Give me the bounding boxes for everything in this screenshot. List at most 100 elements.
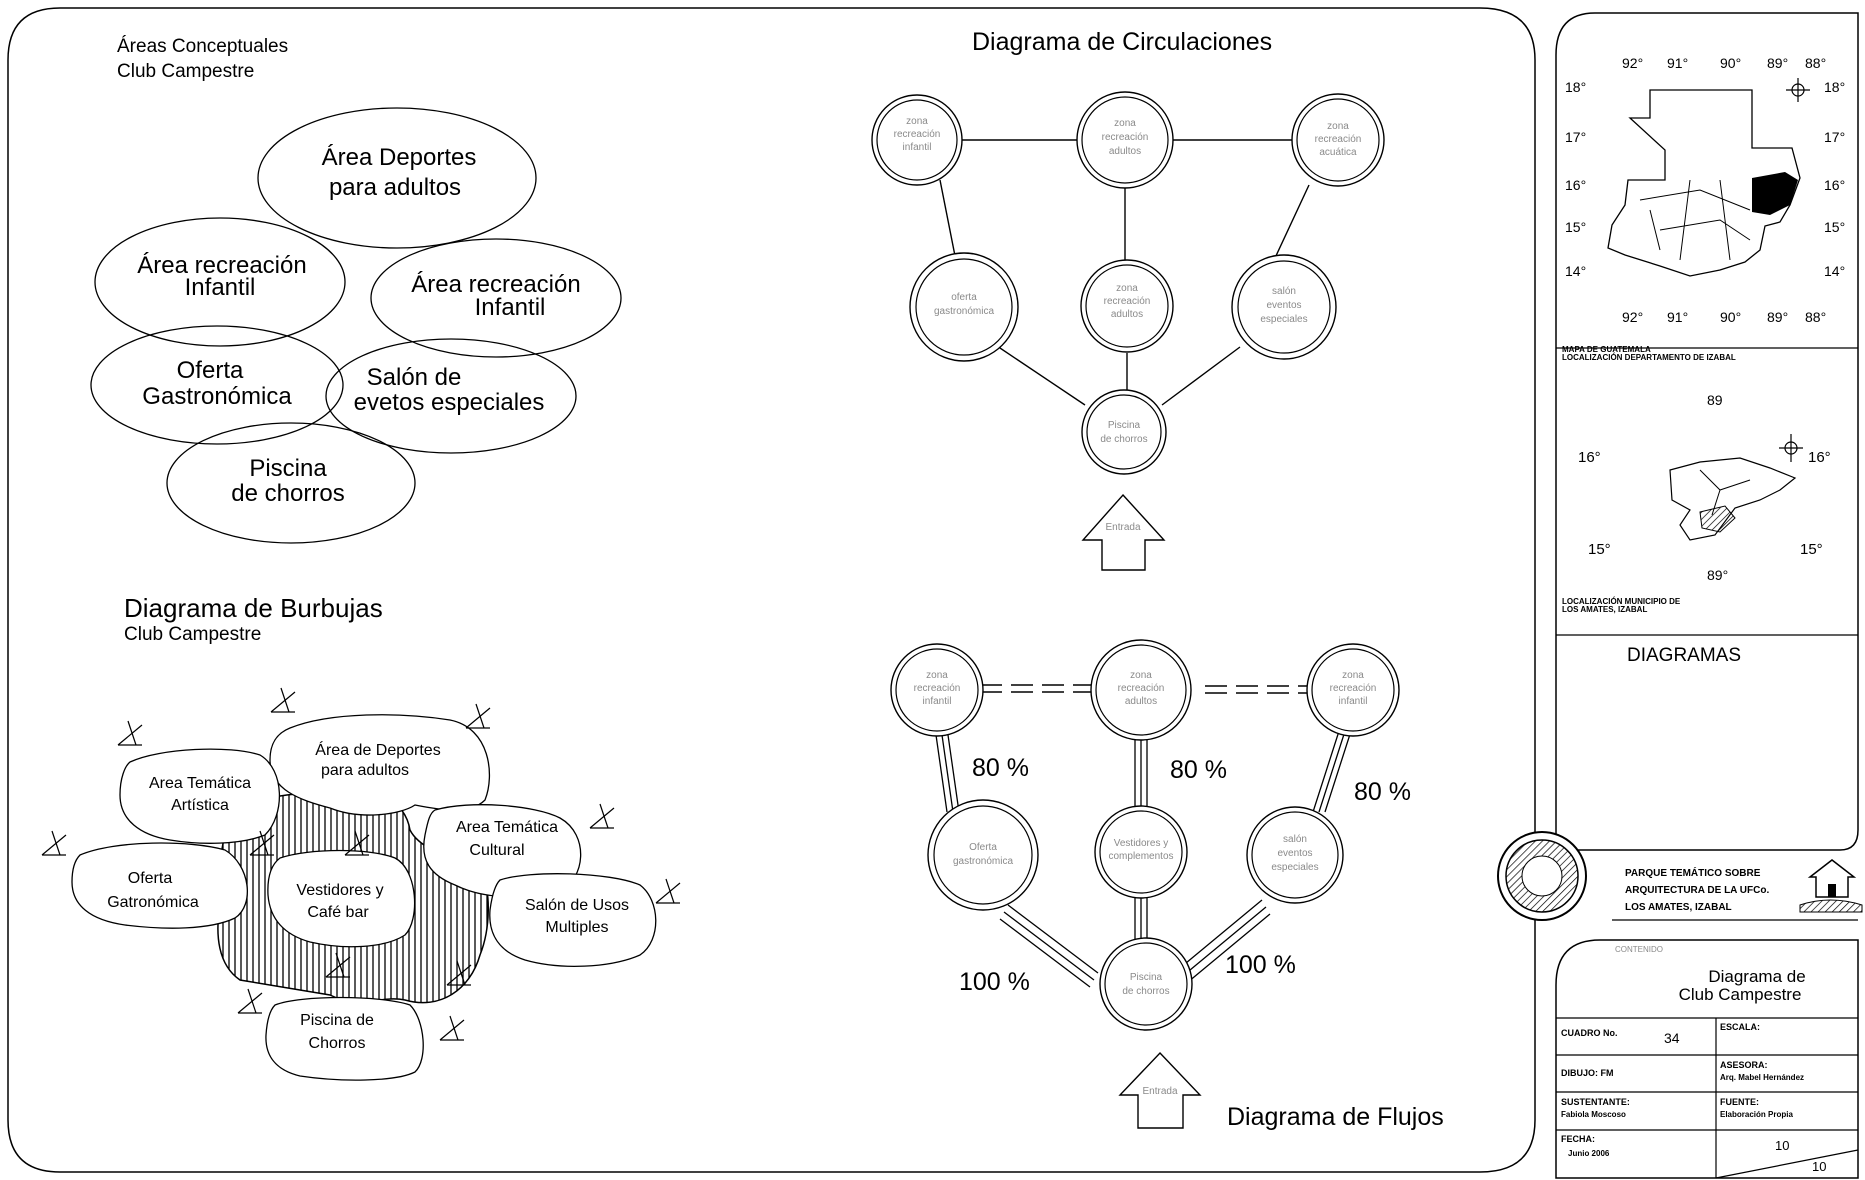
viewpoint-mark <box>465 703 491 729</box>
bubble-label: Vestidores y <box>296 882 383 899</box>
viewpoint-mark <box>589 803 615 829</box>
viewpoint-mark <box>655 878 681 904</box>
concept-label: Área Deportes <box>322 144 477 171</box>
main-frame <box>7 7 1536 1173</box>
map-tick: 91° <box>1667 55 1688 71</box>
dibujo-label: DIBUJO: FM <box>1561 1068 1614 1078</box>
north-arrow-icon <box>1786 78 1810 102</box>
flow-node-text: recreación <box>914 683 961 694</box>
conceptual-subtitle: Club Campestre <box>117 61 254 82</box>
map-tick: 88° <box>1805 55 1826 71</box>
circ-node-text: oferta <box>951 292 977 303</box>
map-tick: 90° <box>1720 309 1741 325</box>
map-tick: 89 <box>1707 392 1723 408</box>
flow-node-text: recreación <box>1118 683 1165 694</box>
circulation-title: Diagrama de Circulaciones <box>972 28 1272 56</box>
bubble-label: Piscina de <box>300 1012 374 1029</box>
project-line: ARQUITECTURA DE LA UFCo. <box>1625 885 1769 896</box>
concept-ellipse-gastro <box>90 325 344 445</box>
bubble-multi <box>489 873 657 967</box>
viewpoint-mark <box>117 720 143 746</box>
bubble-label: Área de Deportes <box>315 740 440 759</box>
map-tick: 91° <box>1667 309 1688 325</box>
bubbles-subtitle: Club Campestre <box>124 624 261 645</box>
bubble-label: Multiples <box>545 919 608 936</box>
circulation-node: oferta gastronómica <box>909 252 1019 362</box>
circ-node-text: acuática <box>1319 147 1357 158</box>
flow-node-text: zona <box>1342 670 1364 681</box>
bubble-diagram: Diagrama de Burbujas Club Campestre Área… <box>41 593 681 1081</box>
flow-node-text: adultos <box>1125 696 1157 707</box>
conceptual-title: Áreas Conceptuales <box>117 36 288 57</box>
circulation-node: zona recreación acuática <box>1291 93 1385 187</box>
circ-node-text: salón <box>1272 286 1296 297</box>
bubble-label: Gatronómica <box>107 894 199 911</box>
map-caption: LOCALIZACIÓN DEPARTAMENTO DE IZABAL <box>1562 353 1736 362</box>
guatemala-map: 92° 91° 90° 89° 88° 92° 91° 90° 89° 88° … <box>1562 55 1845 362</box>
circ-node-text: recreación <box>1315 134 1362 145</box>
concept-label: Área recreación <box>411 271 580 298</box>
flow-node-text: salón <box>1283 834 1307 845</box>
circ-node-text: recreación <box>1104 296 1151 307</box>
circulation-node: zona recreación adultos <box>1080 259 1174 353</box>
bubble-locker <box>267 849 416 948</box>
title-table-frame <box>1555 939 1859 1179</box>
bubbles-title: Diagrama de Burbujas <box>124 593 383 623</box>
los-amates-highlight <box>1699 505 1736 533</box>
viewpoint-mark <box>270 687 296 713</box>
flow-node: Vestidores y complementos <box>1094 805 1188 899</box>
concept-label: para adultos <box>329 174 461 201</box>
map-tick: 15° <box>1565 219 1586 235</box>
circ-node-text: adultos <box>1109 146 1141 157</box>
map-tick: 88° <box>1805 309 1826 325</box>
bubble-label: Area Temática <box>456 819 558 836</box>
flow-node-text: eventos <box>1277 848 1312 859</box>
bubble-art <box>119 748 281 844</box>
bubble-label: para adultos <box>321 762 409 779</box>
flow-node: zona recreación adultos <box>1090 639 1192 741</box>
concept-label: Oferta <box>177 357 244 384</box>
project-line: PARQUE TEMÁTICO SOBRE <box>1625 866 1761 879</box>
sustentante-label: SUSTENTANTE: <box>1561 1097 1630 1107</box>
concept-label: Gastronómica <box>142 383 292 410</box>
map-tick: 89° <box>1707 567 1728 583</box>
bubble-label: Salón de Usos <box>525 897 629 914</box>
map-tick: 17° <box>1824 129 1845 145</box>
bubble-pool <box>265 996 424 1081</box>
concept-ellipse-pool <box>166 422 416 544</box>
concept-label: Área recreación <box>137 252 306 279</box>
izabal-highlight <box>1752 172 1798 215</box>
izabal-map: 89 89° 16° 15° 16° 15° LOCALIZACIÓN MUNI… <box>1562 392 1831 614</box>
flow-entrance-arrow <box>1118 1051 1202 1129</box>
map-tick: 14° <box>1565 263 1586 279</box>
concept-ellipse-sports <box>257 107 537 249</box>
circ-node-text: especiales <box>1260 314 1307 325</box>
circulation-diagram: Diagrama de Circulaciones zona recreació… <box>871 28 1385 571</box>
content-label: CONTENIDO <box>1615 945 1663 954</box>
concept-label: Infantil <box>475 294 546 321</box>
flow-node-text: recreación <box>1330 683 1377 694</box>
izabal-outline <box>1669 457 1797 541</box>
circ-node-text: zona <box>906 116 928 127</box>
sheet-number: 10 <box>1775 1138 1789 1153</box>
map-caption: LOCALIZACIÓN MUNICIPIO DE <box>1562 597 1681 606</box>
flow-node: zona recreación infantil <box>1306 643 1400 737</box>
map-tick: 18° <box>1824 79 1845 95</box>
flow-node-text: especiales <box>1271 862 1318 873</box>
circulation-node: Piscina de chorros <box>1081 389 1167 475</box>
map-tick: 92° <box>1622 55 1643 71</box>
flow-node-text: Piscina <box>1130 972 1163 983</box>
fuente-value: Elaboración Propia <box>1720 1110 1793 1119</box>
concept-label: Infantil <box>185 274 256 301</box>
section-title: DIAGRAMAS <box>1627 645 1741 666</box>
flow-node-text: Oferta <box>969 842 997 853</box>
map-caption: LOS AMATES, IZABAL <box>1562 605 1647 614</box>
map-tick: 89° <box>1767 55 1788 71</box>
circ-node-text: zona <box>1327 121 1349 132</box>
conceptual-areas-diagram: Áreas Conceptuales Club Campestre Área D… <box>90 36 622 544</box>
fuente-label: FUENTE: <box>1720 1097 1759 1107</box>
viewpoint-mark <box>41 830 67 856</box>
concept-label: Piscina <box>249 455 327 482</box>
house-logo-icon <box>1799 859 1863 913</box>
